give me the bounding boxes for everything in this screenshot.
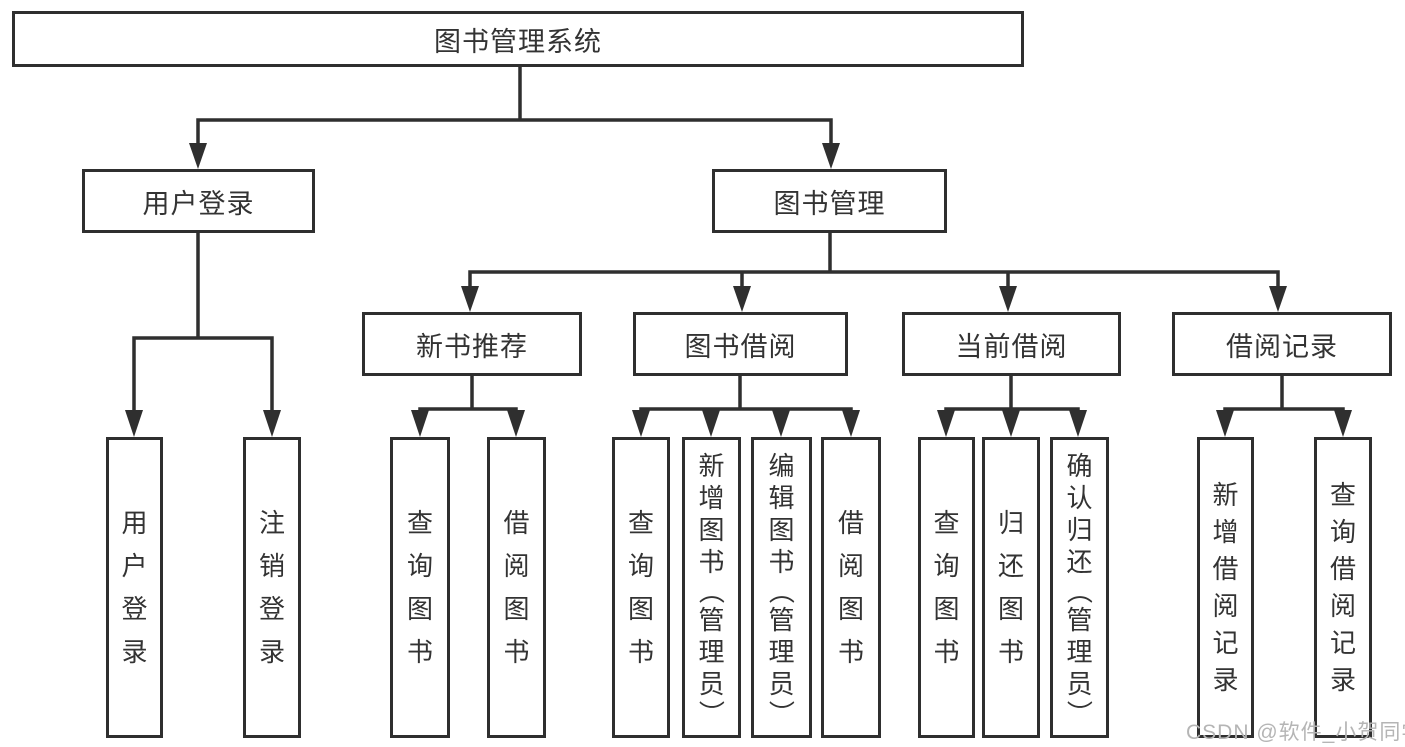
- node-root: 图书管理系统: [12, 11, 1024, 67]
- node-leaf-query-record-label: 查询借阅记录: [1329, 480, 1356, 695]
- node-current-borrow: 当前借阅: [902, 312, 1121, 376]
- node-leaf-return-book-label: 归还图书: [997, 508, 1024, 667]
- node-leaf-query-book-3: 查询图书: [918, 437, 975, 738]
- node-leaf-query-book-1-label: 查询图书: [406, 508, 433, 667]
- node-leaf-query-book-3-label: 查询图书: [933, 508, 960, 667]
- node-leaf-add-book-label: 新增图书（管理员）: [696, 450, 727, 726]
- node-user-login-label: 用户登录: [142, 188, 255, 219]
- node-leaf-query-record: 查询借阅记录: [1314, 437, 1372, 738]
- node-leaf-confirm-return-label: 确认归还（管理员）: [1064, 450, 1095, 726]
- node-book-mgmt-label: 图书管理: [773, 188, 886, 219]
- node-leaf-return-book: 归还图书: [982, 437, 1040, 738]
- node-leaf-borrow-book-1: 借阅图书: [487, 437, 546, 738]
- node-leaf-borrow-book-2-label: 借阅图书: [837, 508, 864, 667]
- node-leaf-user-login-label: 用户登录: [121, 508, 148, 667]
- node-book-borrow: 图书借阅: [633, 312, 848, 376]
- node-leaf-add-book: 新增图书（管理员）: [682, 437, 741, 738]
- node-leaf-logout-label: 注销登录: [258, 508, 285, 667]
- node-new-book-recommend: 新书推荐: [362, 312, 582, 376]
- node-leaf-add-record: 新增借阅记录: [1197, 437, 1254, 738]
- node-book-borrow-label: 图书借阅: [684, 331, 797, 362]
- node-leaf-logout: 注销登录: [243, 437, 301, 738]
- node-root-label: 图书管理系统: [434, 26, 602, 57]
- node-leaf-borrow-book-1-label: 借阅图书: [503, 508, 530, 667]
- node-borrow-records: 借阅记录: [1172, 312, 1392, 376]
- node-borrow-records-label: 借阅记录: [1226, 331, 1338, 362]
- node-user-login: 用户登录: [82, 169, 315, 233]
- watermark: CSDN @软件_小贺同学: [1186, 721, 1405, 744]
- node-leaf-query-book-2-label: 查询图书: [627, 508, 654, 667]
- node-leaf-edit-book-label: 编辑图书（管理员）: [766, 450, 797, 726]
- node-new-book-recommend-label: 新书推荐: [416, 331, 528, 362]
- node-leaf-add-record-label: 新增借阅记录: [1212, 480, 1239, 695]
- node-leaf-query-book-2: 查询图书: [612, 437, 670, 738]
- node-leaf-borrow-book-2: 借阅图书: [821, 437, 881, 738]
- node-book-mgmt: 图书管理: [712, 169, 947, 233]
- node-leaf-query-book-1: 查询图书: [390, 437, 450, 738]
- node-leaf-confirm-return: 确认归还（管理员）: [1050, 437, 1109, 738]
- node-leaf-edit-book: 编辑图书（管理员）: [751, 437, 812, 738]
- node-leaf-user-login: 用户登录: [106, 437, 163, 738]
- node-current-borrow-label: 当前借阅: [955, 331, 1068, 362]
